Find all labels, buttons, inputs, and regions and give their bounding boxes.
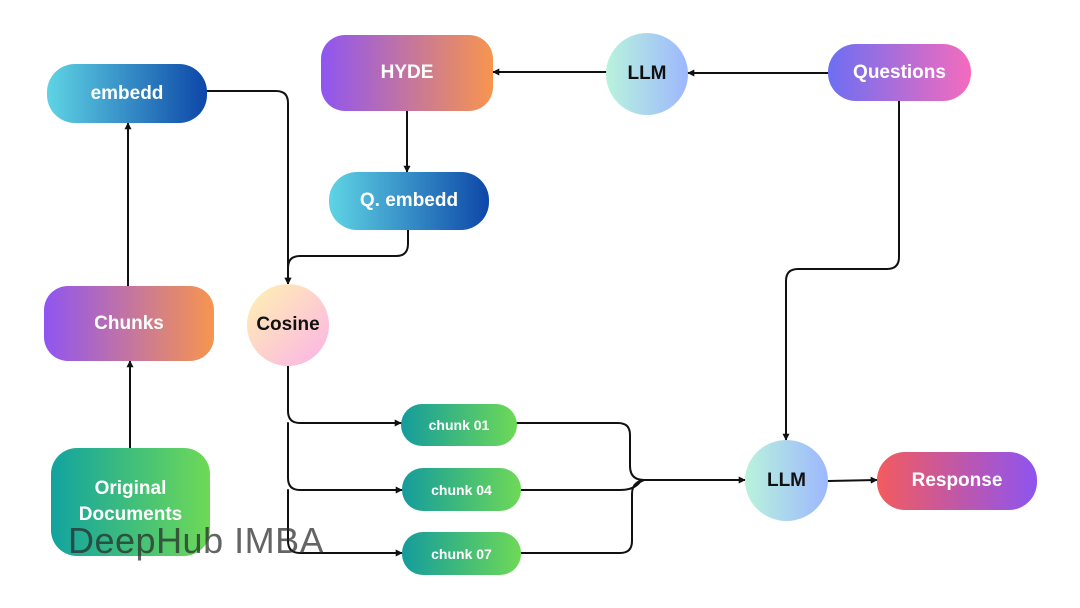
edge-cosine-to-chunk01 (287, 365, 402, 427)
watermark-text: DeepHub IMBA (68, 520, 325, 561)
embedd-node: embedd (47, 64, 207, 123)
llm-node-top: LLM (606, 33, 688, 115)
hyde-node: HYDE (321, 35, 493, 111)
edge-chunk07-to-llm (520, 479, 645, 554)
chunk-01-node: chunk 01 (401, 404, 517, 446)
edge-chunk04-to-llm (520, 479, 645, 491)
original-documents-node: Original Documents (51, 448, 210, 556)
llm-node-bottom: LLM (745, 440, 828, 521)
edge-llm-to-response (827, 476, 878, 484)
edge-chunk01-to-llm (516, 422, 746, 484)
edge-embedd-to-cosine (206, 90, 292, 285)
edge-questions-to-llm-bottom (782, 100, 900, 441)
questions-node: Questions (828, 44, 971, 101)
chunks-node: Chunks (44, 286, 214, 361)
chunk-07-node: chunk 07 (402, 532, 521, 575)
response-node: Response (877, 452, 1037, 510)
chunk-04-node: chunk 04 (402, 468, 521, 511)
q-embedd-node: Q. embedd (329, 172, 489, 230)
edge-qembedd-to-cosine (284, 229, 409, 285)
edge-cosine-to-chunk04 (287, 422, 403, 494)
cosine-node: Cosine (247, 284, 329, 366)
edge-cosine-to-chunk07 (287, 489, 403, 557)
